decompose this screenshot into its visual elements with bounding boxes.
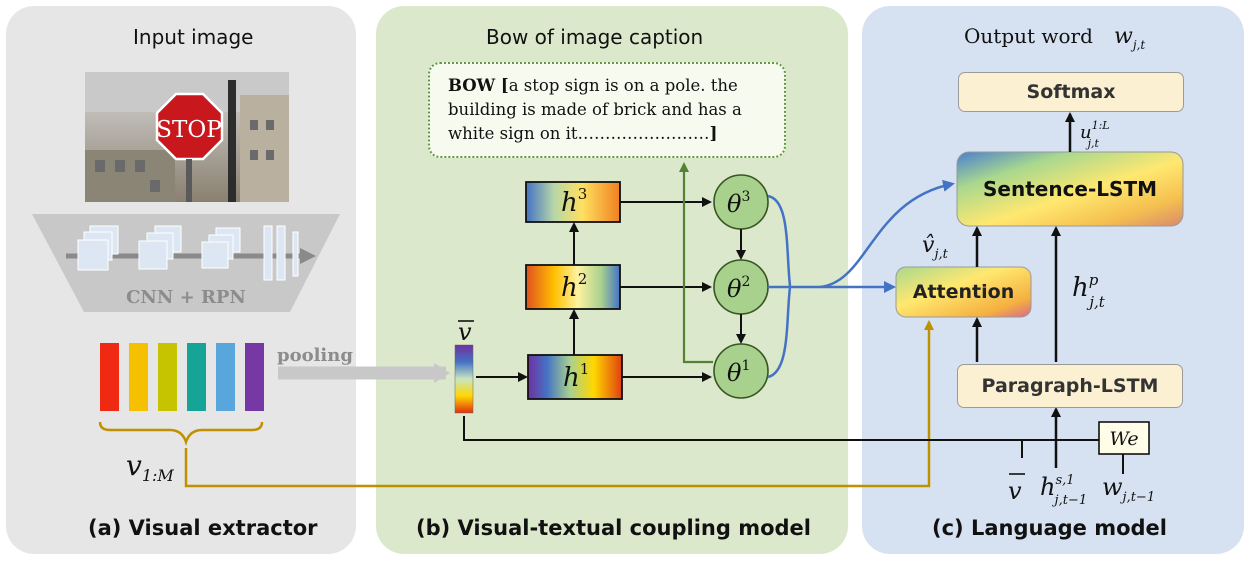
bow-caption-box: BOW [a stop sign is on a pole. the build… [428,62,786,158]
input-w-label: wj,t−1 [1102,473,1155,505]
paragraph-lstm-box: Paragraph-LSTM [957,364,1183,408]
theta2-label: θ2 [727,274,750,303]
theta3-label: θ3 [727,189,750,218]
feature-bar [100,343,119,411]
input-vbar-label: v [1008,477,1022,505]
input-photo [85,72,289,202]
we-label: We [1109,428,1138,450]
theta1-node [713,343,769,399]
stop-sign-text: STOP [156,117,221,143]
softmax-box: Softmax [958,72,1184,112]
feature-bar [187,343,206,411]
pooled-feature-bar [454,344,474,414]
sentence-lstm-box: Sentence-LSTM [983,177,1157,201]
feature-bar [129,343,148,411]
h2-label: h2 [561,270,587,303]
bow-supervision-arrow [679,162,713,364]
attention-bg [895,266,1032,318]
output-word-label: Output word [964,24,1093,48]
theta-to-sentence-arrow [819,179,955,289]
feature-bar [216,343,235,411]
bow-title: Bow of image caption [486,25,704,49]
bow-text: a stop sign is on a pole. the building i… [448,76,742,143]
pooling-label: pooling [277,345,353,366]
panel-b-caption: (b) Visual-textual coupling model [416,516,811,540]
features-label: v1:M [126,449,174,485]
feature-bar [245,343,264,411]
we-box [1098,421,1150,455]
theta1-label: θ1 [727,358,750,387]
panel-c-caption: (c) Language model [932,516,1167,540]
panel-a-caption: (a) Visual extractor [88,516,318,540]
features-to-attention-arrow [184,320,934,488]
h3-box [525,181,621,223]
feature-bar [158,343,177,411]
cnn-rpn-label: CNN + RPN [126,287,246,308]
vbar-to-language-line [463,416,1099,441]
h1-label: h1 [563,360,589,393]
theta-merge-curves [767,194,792,379]
cnn-layers-icon [66,225,316,281]
h3-label: h3 [561,185,587,218]
attention-box: Attention [912,281,1015,303]
feature-brace [98,421,264,446]
output-word-var: wj,t [1114,24,1145,52]
bow-prefix: BOW [ [448,76,509,95]
feature-bars [100,343,264,411]
vbar-label: v [458,318,472,346]
input-image-title: Input image [133,25,254,49]
vhat-label: v̂j,t [922,233,949,262]
bow-suffix: ] [709,124,718,143]
